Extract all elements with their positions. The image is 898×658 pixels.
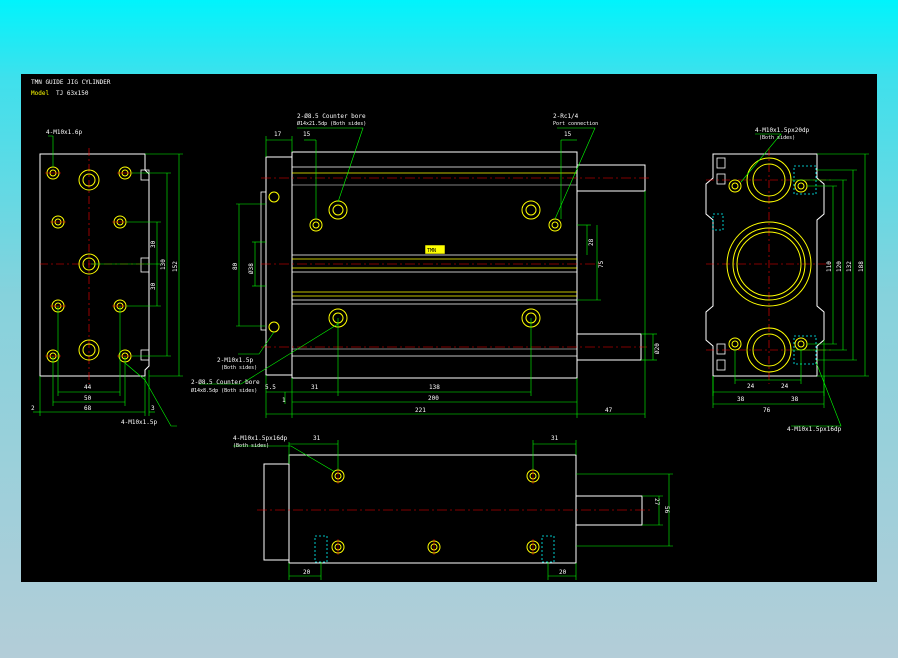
label-front-br: 4-M10x1.5p [121, 419, 158, 426]
dim-28: 28 [588, 238, 595, 246]
label-side-tl-1: 2-Ø8.5 Counter bore [297, 113, 366, 120]
label-front-tl: 4-M10x1.6p [46, 129, 83, 136]
dim-38a: 38 [737, 396, 745, 403]
dim-152: 152 [172, 261, 179, 272]
dim-1: 1 [282, 397, 286, 404]
nameplate-icon [424, 244, 446, 255]
cad-drawing: TMN GUIDE JIG CYLINDER Model TJ 63x150 [31, 79, 869, 580]
dim-15b: 15 [564, 131, 572, 138]
dim-3: 3 [151, 405, 155, 412]
rear-view: 4-M10x1.5px20dp (Both sides) 4-M10x1.5px… [705, 127, 869, 433]
dim-15a: 15 [303, 131, 311, 138]
dim-221: 221 [415, 407, 426, 414]
dim-138: 138 [429, 384, 440, 391]
drawing-title: TMN GUIDE JIG CYLINDER [31, 79, 111, 86]
dim-b31a: 31 [313, 435, 321, 442]
dim-38: Ø38 [248, 263, 255, 274]
dim-b56: 56 [663, 506, 670, 514]
label-bottom-tl-2: (Both sides) [233, 443, 269, 449]
label-side-bl-3: 2-Ø8.5 Counter bore [191, 379, 260, 386]
dim-38b: 38 [791, 396, 799, 403]
label-side-bl-4: Ø14x8.5dp (Both sides) [191, 387, 257, 394]
dim-b20a: 20 [303, 569, 311, 576]
front-view: 4-M10x1.6p 4-M10x1.5p 44 50 68 2 3 30 30… [31, 129, 183, 427]
model-value: TJ 63x150 [56, 90, 89, 97]
label-side-tl-2: Ø14x21.5dp (Both sides) [297, 120, 366, 127]
bottom-view: 4-M10x1.5px16dp (Both sides) 31 31 20 20… [233, 435, 673, 580]
dim-31: 31 [311, 384, 319, 391]
dim-50: 50 [84, 395, 92, 402]
dim-200: 200 [428, 395, 439, 402]
dim-17: 17 [274, 131, 282, 138]
model-label: Model [31, 90, 49, 97]
dim-47: 47 [605, 407, 613, 414]
cad-drawing-viewport[interactable]: TMN GUIDE JIG CYLINDER Model TJ 63x150 [21, 74, 877, 582]
dim-20: Ø20 [654, 343, 661, 354]
label-side-tr-1: 2-Rc1/4 [553, 113, 579, 120]
label-side-bl-2: (Both sides) [221, 365, 257, 371]
dim-120: 120 [836, 261, 843, 272]
label-side-tr-2: Port connection [553, 121, 598, 127]
dim-80: 80 [232, 262, 239, 270]
dim-44: 44 [84, 384, 92, 391]
dim-76: 76 [763, 407, 771, 414]
dim-b31b: 31 [551, 435, 559, 442]
side-view: TMN [191, 113, 661, 418]
label-bottom-tl-1: 4-M10x1.5px16dp [233, 435, 288, 442]
label-rear-top-2: (Both sides) [759, 135, 795, 141]
dim-30a: 30 [150, 240, 157, 248]
dim-132: 132 [846, 261, 853, 272]
dim-2: 2 [31, 405, 35, 412]
dim-75: 75 [598, 260, 605, 268]
dim-b27: 27 [653, 498, 660, 506]
label-rear-top-1: 4-M10x1.5px20dp [755, 127, 810, 134]
nameplate-text: TMN [427, 248, 436, 254]
dim-24b: 24 [781, 383, 789, 390]
dim-24a: 24 [747, 383, 755, 390]
dim-68: 68 [84, 405, 92, 412]
dim-188: 188 [858, 261, 865, 272]
label-side-bl-1: 2-M10x1.5p [217, 357, 254, 364]
dim-b20b: 20 [559, 569, 567, 576]
dim-5-5: 5.5 [265, 384, 276, 391]
label-rear-bot: 4-M10x1.5px16dp [787, 426, 842, 433]
dim-30b: 30 [150, 282, 157, 290]
dim-130: 130 [160, 259, 167, 270]
dim-110: 110 [826, 261, 833, 272]
